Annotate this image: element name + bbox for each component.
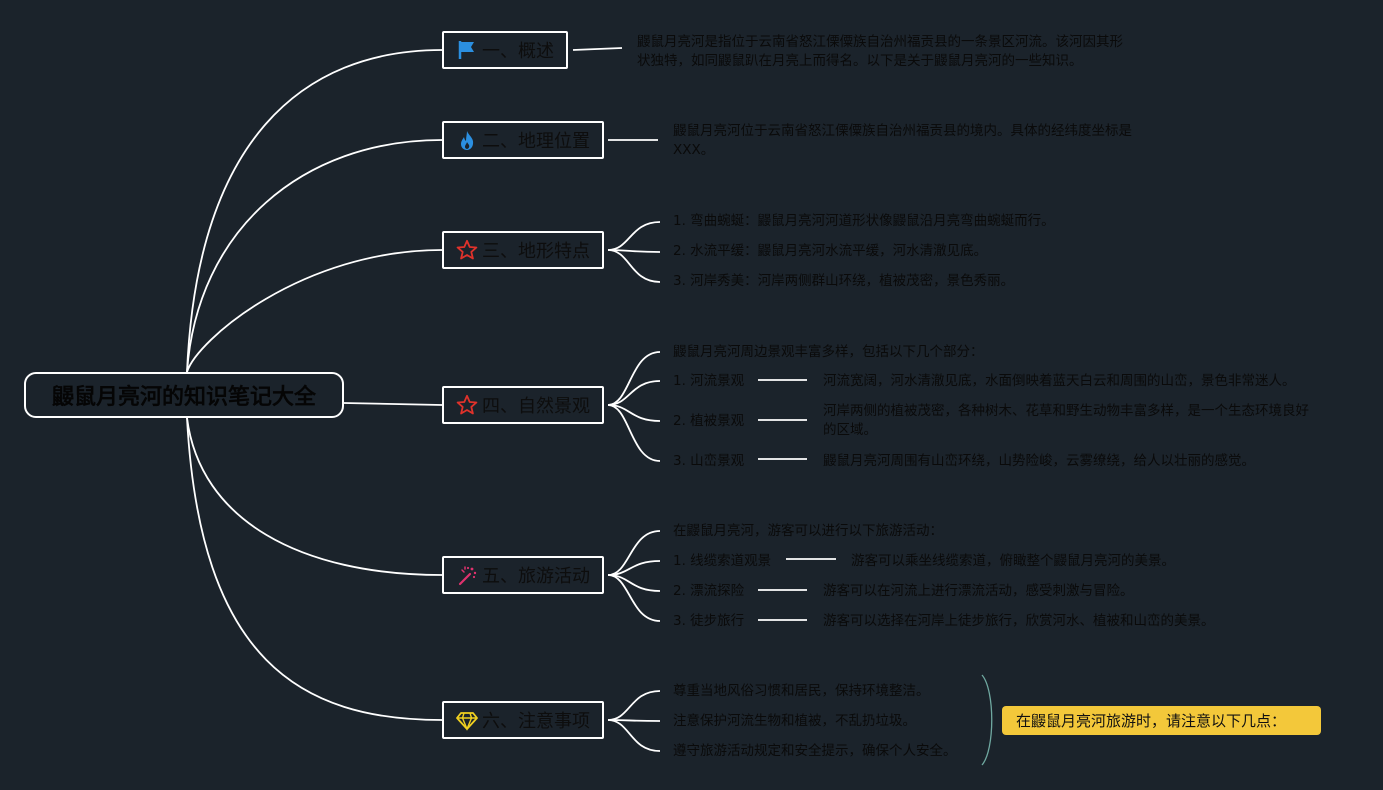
leaf-connector bbox=[607, 351, 661, 406]
diamond-icon bbox=[456, 709, 478, 731]
scenery-detail[interactable]: 河岸两侧的植被茂密，各种树木、花草和野生动物丰富多样，是一个生态环境良好的区域。 bbox=[823, 403, 1309, 438]
root-topic-label: 鼹鼠月亮河的知识笔记大全 bbox=[51, 385, 316, 410]
summary-callout[interactable]: 在鼹鼠月亮河旅游时，请注意以下几点： bbox=[1002, 706, 1321, 735]
flag-icon bbox=[456, 39, 478, 61]
terrain-item[interactable]: 2. 水流平缓：鼹鼠月亮河水流平缓，河水清澈见底。 bbox=[673, 243, 988, 259]
root-branch-connector bbox=[186, 139, 443, 373]
leaf-connector bbox=[607, 249, 661, 283]
scenery-item[interactable]: 2. 植被景观 bbox=[673, 413, 745, 429]
branch-label: 一、概述 bbox=[482, 41, 554, 62]
fire-icon bbox=[456, 129, 478, 151]
tourism-item[interactable]: 3. 徒步旅行 bbox=[673, 613, 745, 629]
notes-item[interactable]: 遵守旅游活动规定和安全提示，确保个人安全。 bbox=[673, 743, 957, 759]
branch-terrain[interactable]: 三、地形特点 bbox=[442, 231, 604, 269]
tourism-detail[interactable]: 游客可以在河流上进行漂流活动，感受刺激与冒险。 bbox=[823, 583, 1134, 599]
root-branch-connector bbox=[186, 249, 443, 373]
root-topic[interactable]: 鼹鼠月亮河的知识笔记大全 bbox=[24, 372, 344, 418]
summary-bracket bbox=[981, 674, 993, 766]
branch-overview[interactable]: 一、概述 bbox=[442, 31, 568, 69]
scenery-detail[interactable]: 鼹鼠月亮河周围有山峦环绕，山势险峻，云雾缭绕，给人以壮丽的感觉。 bbox=[823, 453, 1255, 469]
leaf-connector bbox=[572, 47, 623, 51]
leaf-connector bbox=[607, 404, 661, 462]
scenery-item[interactable]: 3. 山峦景观 bbox=[673, 453, 745, 469]
scenery-intro[interactable]: 鼹鼠月亮河周边景观丰富多样，包括以下几个部分： bbox=[673, 344, 984, 360]
leaf-connector bbox=[607, 380, 661, 406]
branch-label: 三、地形特点 bbox=[482, 241, 590, 262]
tourism-detail[interactable]: 游客可以乘坐线缆索道，俯瞰整个鼹鼠月亮河的美景。 bbox=[851, 553, 1175, 569]
terrain-item[interactable]: 3. 河岸秀美：河岸两侧群山环绕，植被茂密，景色秀丽。 bbox=[673, 273, 1015, 289]
branch-label: 五、旅游活动 bbox=[482, 566, 590, 587]
branch-label: 二、地理位置 bbox=[482, 131, 590, 152]
branch-notes[interactable]: 六、注意事项 bbox=[442, 701, 604, 739]
scenery-item[interactable]: 1. 河流景观 bbox=[673, 373, 745, 389]
root-branch-connector bbox=[186, 417, 443, 721]
summary-callout-label: 在鼹鼠月亮河旅游时，请注意以下几点： bbox=[1016, 712, 1287, 730]
tourism-item[interactable]: 1. 线缆索道观景 bbox=[673, 553, 772, 569]
tourism-item[interactable]: 2. 漂流探险 bbox=[673, 583, 745, 599]
notes-item[interactable]: 注意保护河流生物和植被，不乱扔垃圾。 bbox=[673, 713, 916, 729]
tourism-intro[interactable]: 在鼹鼠月亮河，游客可以进行以下旅游活动： bbox=[673, 523, 943, 539]
root-branch-connector bbox=[186, 49, 443, 373]
star-icon bbox=[456, 239, 478, 261]
terrain-item[interactable]: 1. 弯曲蜿蜒：鼹鼠月亮河河道形状像鼹鼠沿月亮弯曲蜿蜒而行。 bbox=[673, 213, 1055, 229]
leaf-connector bbox=[607, 719, 661, 752]
star-icon bbox=[456, 394, 478, 416]
fireworks-icon bbox=[456, 564, 478, 586]
scenery-detail[interactable]: 河流宽阔，河水清澈见底，水面倒映着蓝天白云和周围的山峦，景色非常迷人。 bbox=[823, 373, 1296, 389]
branch-tourism[interactable]: 五、旅游活动 bbox=[442, 556, 604, 594]
leaf-connector bbox=[607, 221, 661, 251]
branch-geography[interactable]: 二、地理位置 bbox=[442, 121, 604, 159]
overview-text[interactable]: 鼹鼠月亮河是指位于云南省怒江傈僳族自治州福贡县的一条景区河流。该河因其形状独特，… bbox=[637, 34, 1123, 69]
notes-item[interactable]: 尊重当地风俗习惯和居民，保持环境整洁。 bbox=[673, 683, 930, 699]
branch-label: 六、注意事项 bbox=[482, 711, 590, 732]
tourism-detail[interactable]: 游客可以选择在河岸上徒步旅行，欣赏河水、植被和山峦的美景。 bbox=[823, 613, 1215, 629]
leaf-connector bbox=[607, 530, 661, 576]
branch-label: 四、自然景观 bbox=[482, 396, 590, 417]
root-branch-connector bbox=[186, 417, 443, 576]
branch-scenery[interactable]: 四、自然景观 bbox=[442, 386, 604, 424]
geography-text[interactable]: 鼹鼠月亮河位于云南省怒江傈僳族自治州福贡县的境内。具体的经纬度坐标是XXX。 bbox=[673, 123, 1132, 158]
root-branch-connector bbox=[343, 402, 443, 406]
leaf-connector bbox=[607, 690, 661, 721]
leaf-connector bbox=[607, 574, 661, 622]
